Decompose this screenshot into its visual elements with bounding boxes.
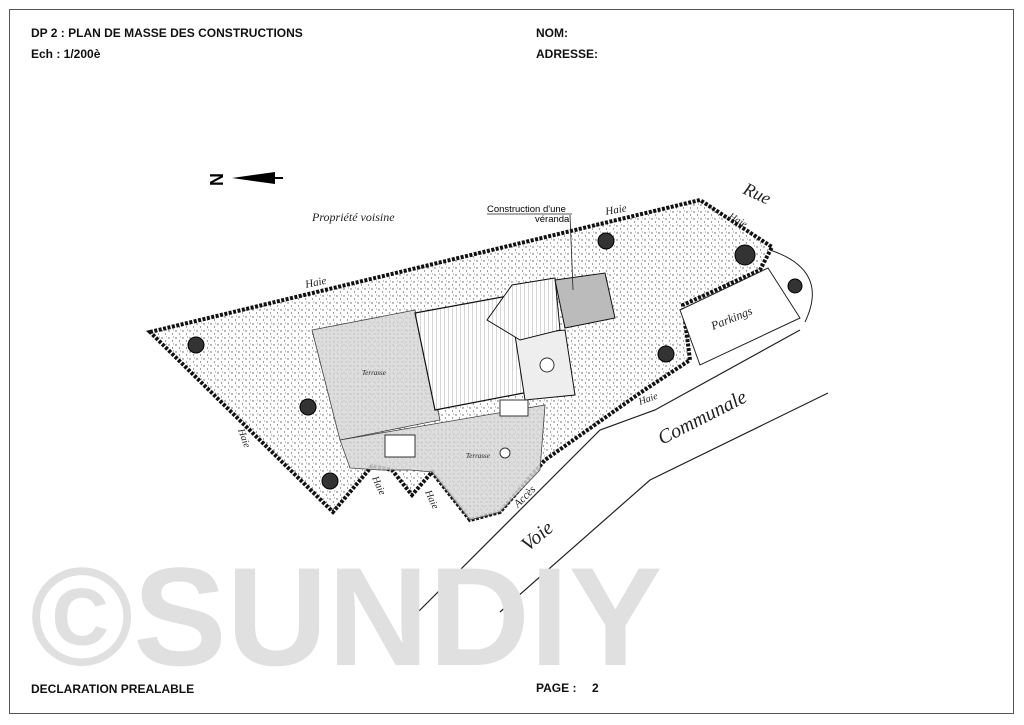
hedge-label: Haie [422, 488, 441, 512]
street-label: Rue [739, 178, 774, 208]
hedge-label: Haie [303, 275, 328, 291]
road-edge [417, 329, 801, 613]
tree-icon [299, 398, 317, 416]
veranda [486, 277, 561, 341]
tree-icon [187, 336, 205, 354]
tree-icon [657, 345, 675, 363]
north-arrow-icon: N [207, 172, 283, 186]
scale-label: Ech : 1/200è [31, 47, 101, 61]
page-label: PAGE : [536, 681, 577, 695]
road-edge [499, 392, 829, 613]
address-label: ADRESSE: [536, 47, 599, 61]
steps [499, 399, 529, 417]
construction-note: Construction d'une [487, 204, 566, 215]
hedge-label: Haie [603, 202, 627, 218]
tree-marker [539, 357, 555, 373]
road-label: Communale [654, 386, 750, 450]
name-label: NOM: [536, 26, 568, 40]
document-title: DP 2 : PLAN DE MASSE DES CONSTRUCTIONS [31, 26, 303, 40]
page-border [9, 9, 1014, 714]
steps [384, 434, 416, 458]
tree-icon [734, 244, 756, 266]
construction-note-2: véranda [535, 214, 570, 225]
declaration-label: DECLARATION PREALABLE [31, 682, 195, 696]
parking-area [679, 267, 801, 366]
neighbor-label: Propriété voisine [311, 210, 395, 224]
tree-icon [787, 278, 803, 294]
page-number: 2 [592, 681, 599, 695]
tree-marker [499, 447, 511, 459]
street-curb [769, 249, 813, 323]
terrace-area [311, 309, 441, 441]
terrace-area-lower [339, 404, 546, 521]
tree-icon [321, 472, 339, 490]
hedge-label: Haie [369, 474, 388, 498]
terrace-label: Terrasse [466, 452, 490, 460]
tree-icon [597, 232, 615, 250]
trees [187, 232, 803, 490]
terrace-label: Terrasse [362, 369, 386, 377]
svg-text:N: N [207, 173, 227, 186]
watermark: ©SUNDIY [30, 538, 662, 695]
staircase [554, 272, 616, 329]
